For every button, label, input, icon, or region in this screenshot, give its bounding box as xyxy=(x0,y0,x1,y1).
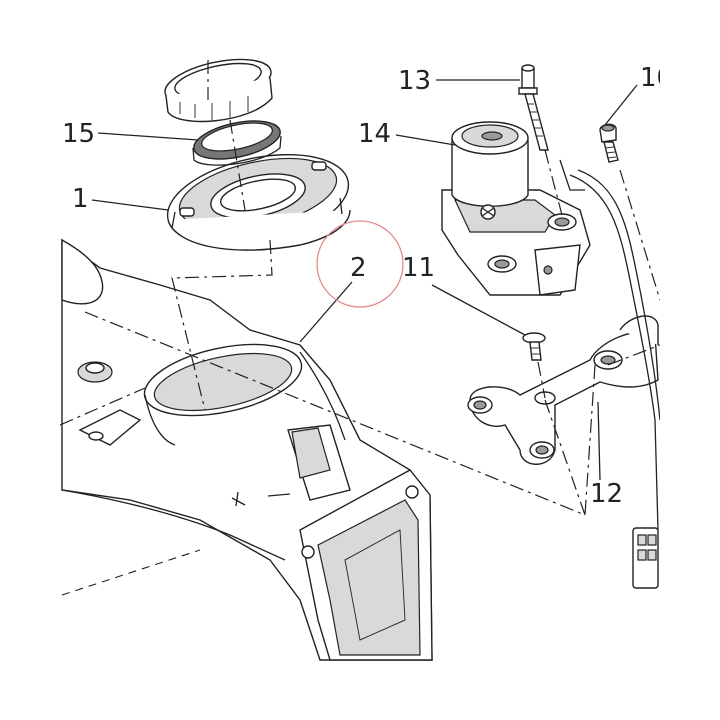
part-10-bolt xyxy=(599,123,661,301)
part-11-screw xyxy=(522,332,546,399)
construction-lines xyxy=(59,311,661,516)
wiring-harness xyxy=(569,169,661,589)
callout-2-highlight-circle xyxy=(316,220,404,308)
part-13-long-bolt xyxy=(518,64,563,216)
ring-nut-top xyxy=(164,58,273,123)
callout-13: 13 xyxy=(398,66,431,96)
part-1-bearing-plate xyxy=(166,153,351,251)
centre-axis-lines xyxy=(171,60,273,411)
callout-1: 1 xyxy=(72,184,89,214)
callout-11: 11 xyxy=(402,253,435,283)
callout-12: 12 xyxy=(590,479,623,509)
frame-steering-head xyxy=(61,238,433,661)
callout-15: 15 xyxy=(62,119,95,149)
part-12-bracket xyxy=(467,315,659,465)
right-crop-mask xyxy=(660,0,720,720)
callout-2: 2 xyxy=(350,253,367,283)
part-14-ignition-lock xyxy=(441,121,591,296)
part-15-seal-ring xyxy=(192,120,282,166)
leader-lines xyxy=(91,79,638,481)
callout-14: 14 xyxy=(358,119,391,149)
